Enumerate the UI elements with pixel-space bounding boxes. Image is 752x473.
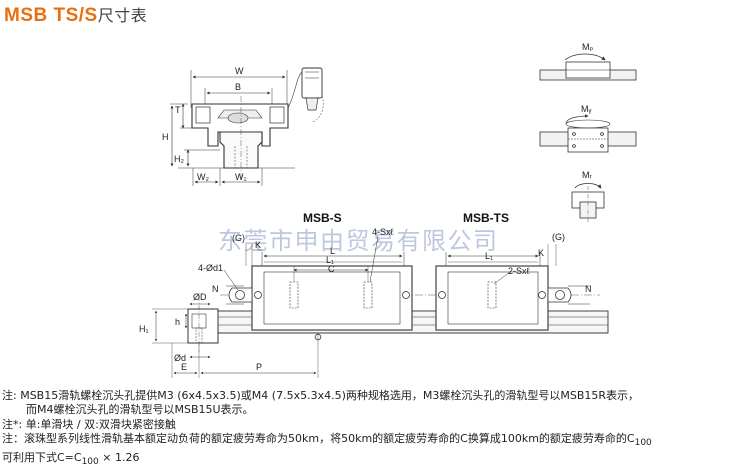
note-line-1: 注: MSB15滑轨螺栓沉头孔提供M3 (6x4.5x3.5)或M4 (7.5x… [2,389,640,402]
label-W2: W₂ [197,172,209,182]
title-suffix: 尺寸表 [97,6,148,25]
label-H2: H₂ [174,154,184,164]
label-msb-ts: MSB-TS [463,211,509,225]
note-line-3: 注*: 单:单滑块 / 双:双滑块紧密接触 [2,417,176,431]
label-B: B [235,82,241,92]
note-line-5: 可利用下式C=C100 × 1.26 [2,451,750,469]
label-n-left: N [212,284,219,294]
note-line-4-sub: 100 [634,438,652,449]
note-line-4: 注：滚珠型系列线性滑轨基本额定动负荷的额定疲劳寿命为50km，将50km的额定疲… [2,432,750,450]
label-E: E [181,362,187,372]
note-line-4-main: 注：滚珠型系列线性滑轨基本额定动负荷的额定疲劳寿命为50km，将50km的额定疲… [2,432,635,446]
label-H1: H₁ [139,324,149,334]
label-k-left: K [255,240,261,250]
label-H: H [162,132,169,142]
note-line-2: 而M4螺栓沉头孔的滑轨型号以MSB15U表示。 [26,403,254,417]
label-L1-left: L₁ [326,255,334,265]
title-model: MSB TS/S [4,5,98,26]
label-g-right: (G) [552,232,565,242]
moment-my: Mᵧ [581,104,591,114]
side-view [152,235,609,378]
label-msb-s: MSB-S [303,211,342,225]
label-C: C [328,264,335,274]
front-view [170,67,324,186]
label-L1-right: L₁ [485,251,493,261]
label-h: h [175,317,180,327]
label-g-left: (G) [232,233,245,243]
note-line-5-pre: 可利用下式C=C [2,450,82,464]
label-W1: W₁ [235,172,247,182]
notes-section: 注: MSB15滑轨螺栓沉头孔提供M3 (6x4.5x3.5)或M4 (7.5x… [2,389,750,469]
label-P: P [256,362,262,372]
page-title: MSB TS/S尺寸表 [4,2,147,27]
moment-mp: Mₚ [582,42,593,52]
label-d: Ød [174,353,186,363]
note-line-5-post: × 1.26 [98,450,140,464]
dimension-drawing: W B T H H₂ W₂ W₁ Mₚ Mᵧ Mᵣ [139,42,637,378]
moment-mr: Mᵣ [582,170,592,180]
moment-icons [539,53,637,222]
label-T: T [175,105,181,115]
label-thread-left: 4-Sxℓ [372,227,395,237]
label-W: W [235,66,244,76]
label-n-right: N [585,284,592,294]
label-k-right: K [538,248,544,258]
label-thread-right: 2-Sxℓ [508,266,531,276]
label-d1: 4-Ød1 [198,263,223,273]
label-L: L [330,246,335,256]
label-D: ØD [193,292,207,302]
note-line-5-sub: 100 [81,456,99,467]
